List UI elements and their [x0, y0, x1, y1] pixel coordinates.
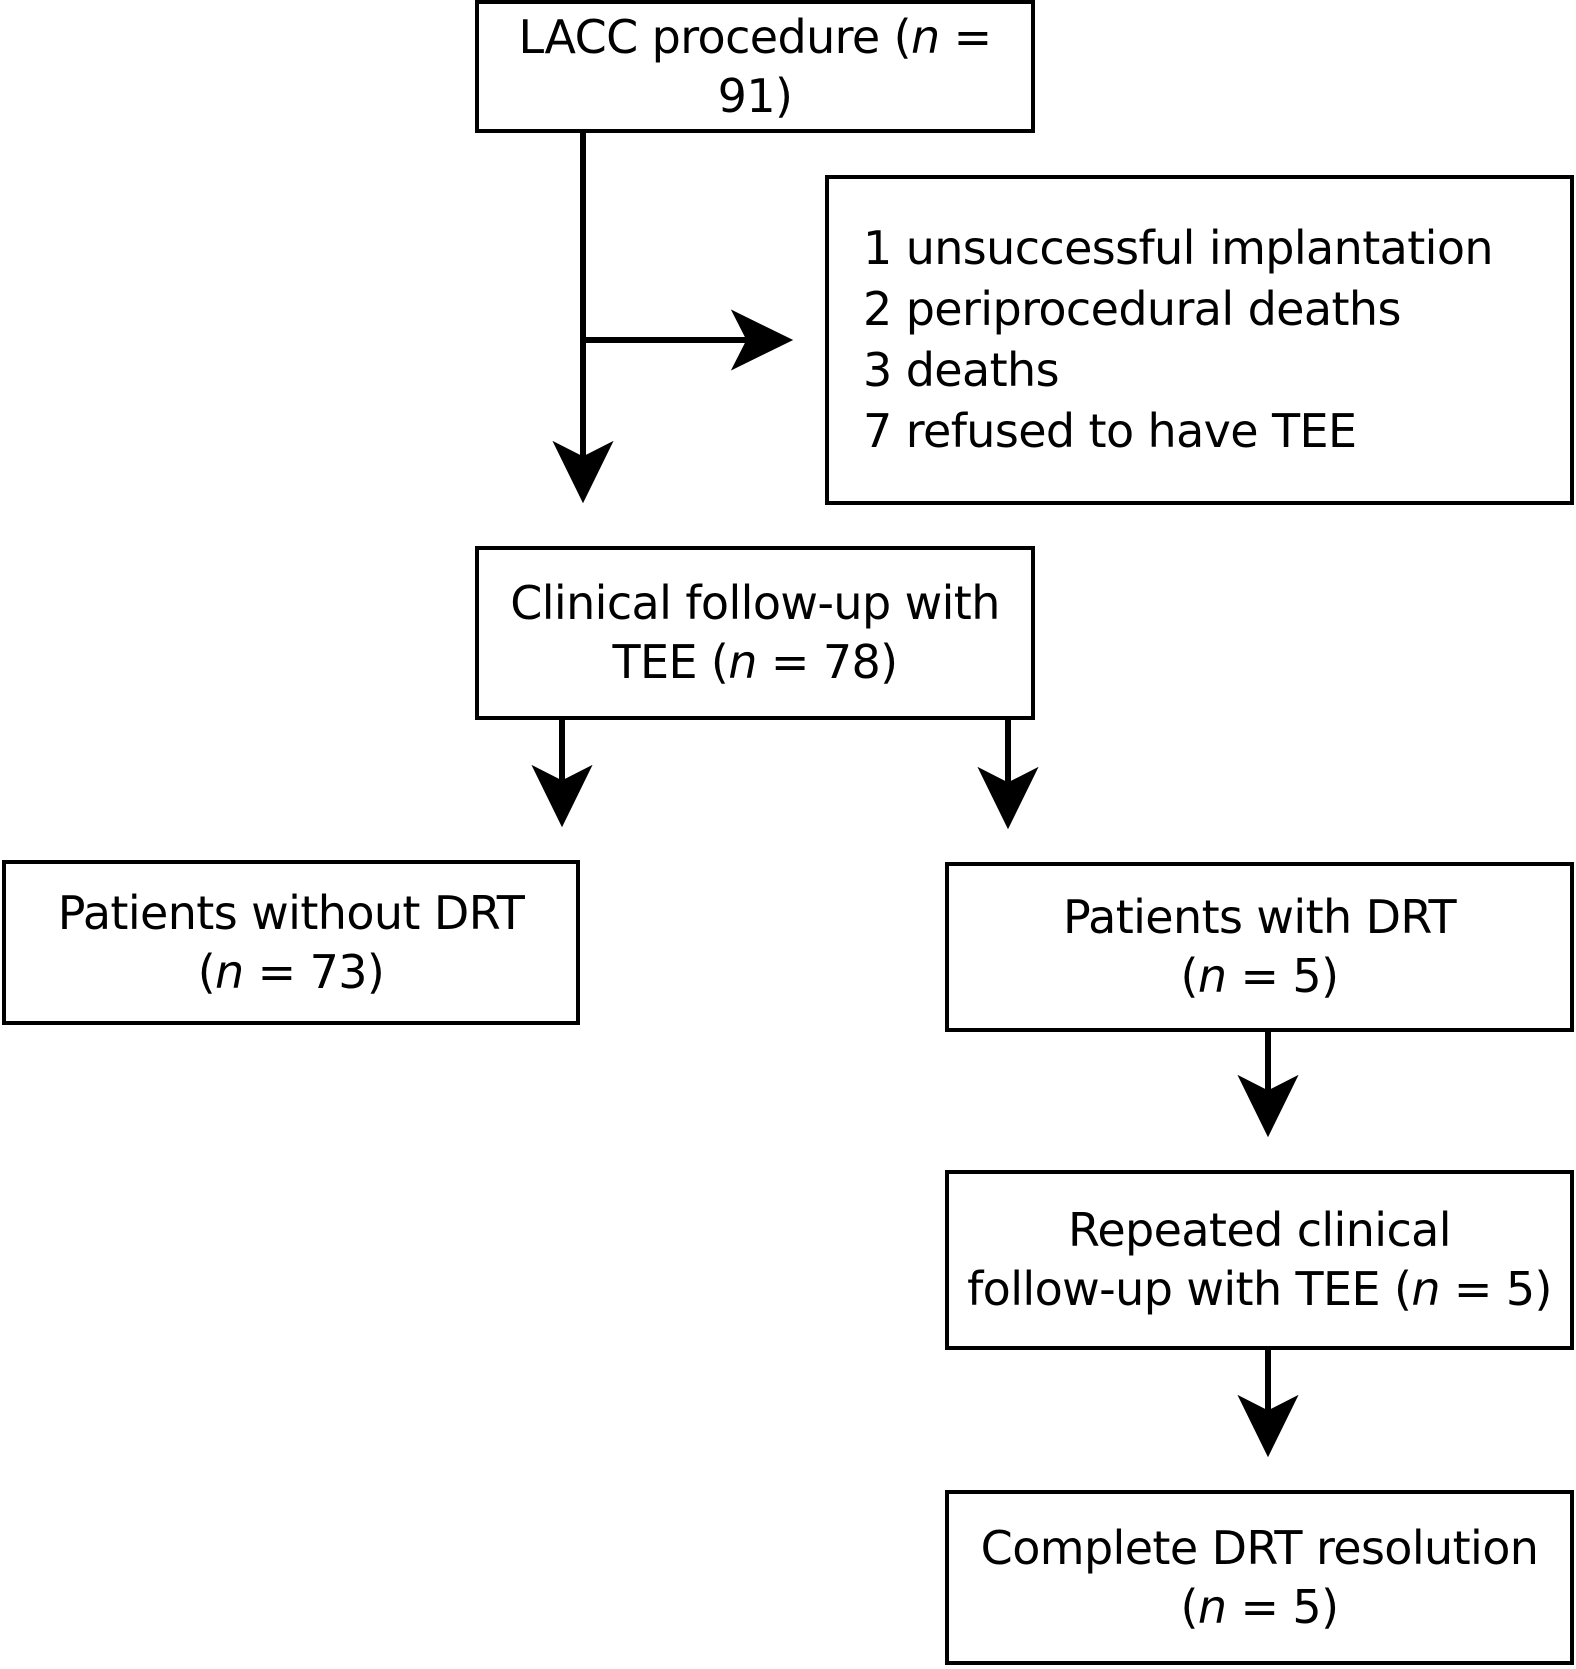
node-patients-without-drt: Patients without DRT(n = 73) [2, 860, 580, 1025]
node-patients-without-drt-label: Patients without DRT(n = 73) [57, 885, 525, 999]
node-lacc-procedure: LACC procedure (n = 91) [475, 0, 1035, 133]
node-lacc-procedure-label: LACC procedure (n = 91) [518, 9, 992, 123]
node-patients-with-drt: Patients with DRT(n = 5) [945, 862, 1574, 1032]
node-complete-drt-resolution-label: Complete DRT resolution(n = 5) [980, 1520, 1539, 1634]
node-patients-with-drt-label: Patients with DRT(n = 5) [1063, 890, 1457, 1003]
node-complete-drt-resolution: Complete DRT resolution(n = 5) [945, 1490, 1574, 1665]
